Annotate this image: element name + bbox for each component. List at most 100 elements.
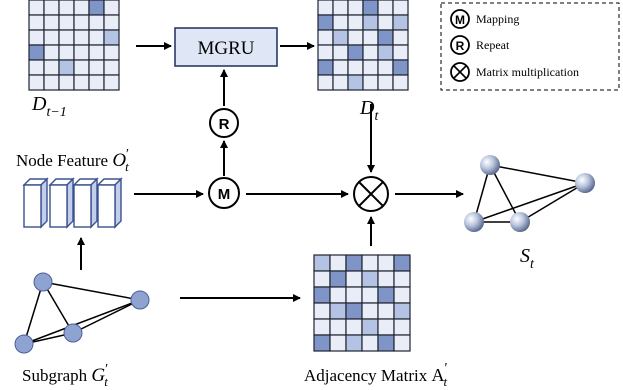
d-prev-label: Dt−1 [31,93,67,120]
matrix-cell [73,0,90,16]
feature-slice-side [40,177,48,229]
matrix-cell [329,334,347,352]
matrix-cell [43,59,60,76]
legend-cross-b [453,65,467,79]
legend-box [440,2,620,91]
matrix-cell [361,270,379,288]
s-t-edge [473,182,586,223]
matrix-cell [313,302,331,320]
matrix-cell [332,44,349,61]
d-t-label: Dt [359,97,379,124]
matrix-cell [317,29,334,46]
s-t-node [464,212,484,232]
s-t-node [510,212,530,232]
matrix-cell [43,74,60,91]
matrix-cell [317,59,334,76]
matrix-cell [361,334,379,352]
legend-text: Mapping [476,12,519,26]
matrix-cell [43,29,60,46]
matrix-cell [329,286,347,304]
matrix-cell [392,59,409,76]
node-feature-label: Node Feature O′t [16,147,129,174]
matrix-cell [329,254,347,272]
matrix-cell [332,0,349,16]
matrix-cell [58,59,75,76]
matrix-cell [28,44,45,61]
legend-symbol: R [456,39,465,53]
matrix-cell [103,59,120,76]
feature-slice-front [97,184,116,228]
mapping-circle-icon [208,177,240,209]
matrix-cell [347,14,364,31]
matrix-cell [28,59,45,76]
matrix-cell [73,44,90,61]
matrix-cell [345,270,363,288]
d-prev-matrix [28,0,120,91]
matrix-cell [73,29,90,46]
matrix-cell [347,29,364,46]
matrix-cell [345,254,363,272]
matrix-cell [88,59,105,76]
matrix-cell [58,14,75,31]
matrix-cell [362,74,379,91]
matrix-cell [362,14,379,31]
s-t-label: St [520,245,535,272]
matrix-cell [377,0,394,16]
legend: M Mapping R Repeat Matrix multiplication [440,2,620,91]
subgraph-edge [23,281,44,345]
matrix-cell [313,334,331,352]
matrix-cell [317,14,334,31]
repeat-legend-icon [450,35,470,55]
matrix-cell [332,14,349,31]
d-t-matrix [317,0,409,91]
matrix-cell [103,74,120,91]
matrix-cell [103,29,120,46]
matrix-cell [361,286,379,304]
matrix-cell [345,302,363,320]
matrix-cell [361,254,379,272]
subgraph-node [130,290,150,310]
adjacency-matrix [313,254,411,352]
matrix-cell [28,29,45,46]
s-t-edge [489,164,521,223]
subgraph-node [63,323,83,343]
matrix-cell [73,59,90,76]
matrix-cell [103,14,120,31]
matrix-cell [329,270,347,288]
cross-stroke-b [358,181,384,207]
feature-slice-front [23,184,42,228]
matrix-cell [88,0,105,16]
matrix-cell [347,74,364,91]
matrix-cell [362,0,379,16]
repeat-symbol: R [219,116,230,133]
legend-symbol: M [455,13,465,27]
matrix-cell [88,74,105,91]
matrix-cell [377,59,394,76]
matrix-cell [393,302,411,320]
matrix-cell [73,74,90,91]
legend-item-matrix-multiplication: Matrix multiplication [450,62,579,82]
feature-slice-side [90,177,98,229]
matrix-cell [313,254,331,272]
matrix-cell [377,302,395,320]
feature-slice-side [66,177,74,229]
matrix-cell [332,59,349,76]
matrix-cell [43,0,60,16]
matrix-cell [392,14,409,31]
mapping-legend-icon [450,9,470,29]
matrix-cell [377,74,394,91]
matrix-cell [28,74,45,91]
matrix-cell [58,29,75,46]
feature-slice-front [73,184,92,228]
repeat-circle-icon [209,108,239,138]
subgraph-edge [72,299,141,334]
matrix-cell [362,59,379,76]
matrix-cell [392,0,409,16]
subgraph-edge [23,299,141,345]
matrix-cell [28,14,45,31]
matrix-cell [362,29,379,46]
matrix-cell [88,29,105,46]
matrix-cell [345,334,363,352]
matrix-cell [28,0,45,16]
matrix-cell [377,44,394,61]
